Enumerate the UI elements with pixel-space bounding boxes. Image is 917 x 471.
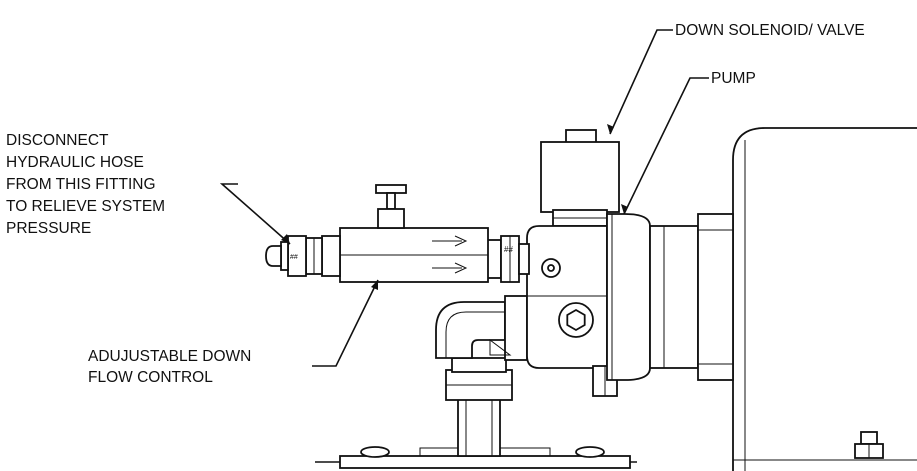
down-solenoid — [540, 129, 620, 227]
label-disconnect: DISCONNECT HYDRAULIC HOSE FROM THIS FITT… — [6, 132, 165, 237]
pump-body — [606, 213, 734, 381]
connector-fitting: ## — [486, 235, 530, 283]
stand-pipe — [445, 357, 513, 457]
pump-valve-block — [526, 225, 618, 397]
label-flow-control-line: FLOW CONTROL — [88, 369, 213, 386]
base-plate — [315, 446, 637, 469]
label-pump: PUMP — [711, 70, 756, 87]
motor-housing — [732, 127, 917, 471]
label-down-solenoid: DOWN SOLENOID/ VALVE — [675, 22, 865, 39]
label-flow-control: ADUJUSTABLE DOWN FLOW CONTROL — [88, 348, 251, 386]
label-disconnect-line: HYDRAULIC HOSE — [6, 154, 144, 171]
leader-lines — [219, 29, 709, 367]
svg-text:##: ## — [290, 254, 298, 261]
svg-text:##: ## — [504, 245, 513, 254]
label-disconnect-line: DISCONNECT — [6, 132, 109, 149]
label-disconnect-line: PRESSURE — [6, 220, 91, 237]
flow-control — [339, 184, 489, 283]
label-disconnect-line: TO RELIEVE SYSTEM — [6, 198, 165, 215]
label-disconnect-line: FROM THIS FITTING — [6, 176, 156, 193]
elbow-fitting — [435, 295, 528, 361]
hose-fitting: ## — [265, 235, 341, 277]
motor-bolt — [854, 431, 884, 459]
label-flow-control-line: ADUJUSTABLE DOWN — [88, 348, 251, 365]
